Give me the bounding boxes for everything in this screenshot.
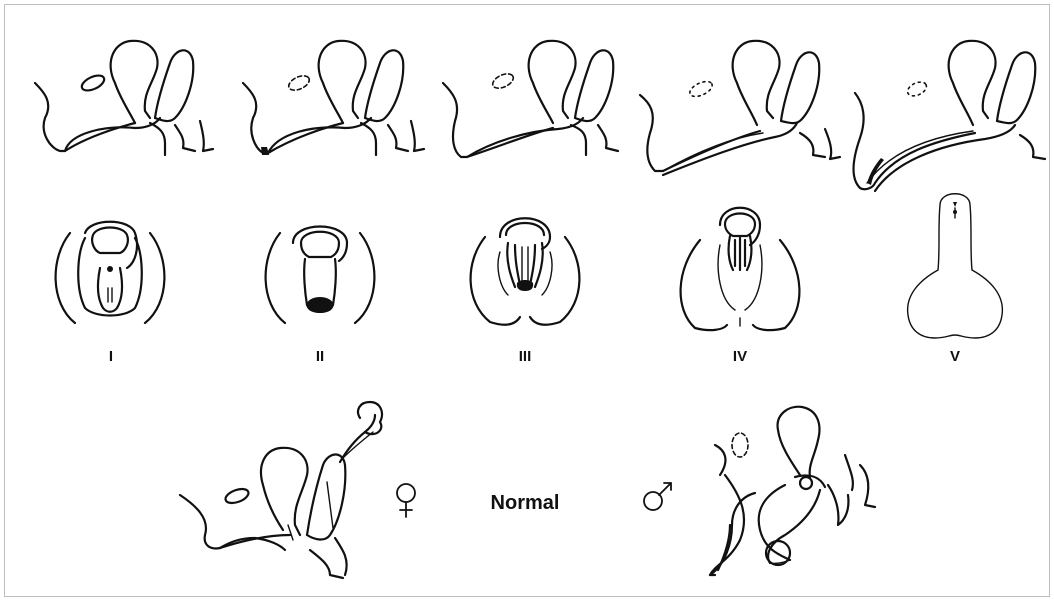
stage-label-1: I (109, 348, 113, 365)
male-symbol-icon (644, 483, 671, 510)
perineal-stage-5 (908, 194, 1003, 338)
perineal-stage-1 (56, 222, 165, 323)
sagittal-normal-male (710, 407, 875, 575)
sagittal-stage-2 (243, 41, 424, 155)
stage-label-5: V (950, 348, 960, 365)
virilization-stages-diagram: I II III IV V Normal (5, 5, 1051, 598)
sagittal-stage-5 (854, 41, 1045, 191)
normal-label: Normal (491, 492, 560, 514)
female-symbol-icon (397, 484, 415, 517)
stage-label-4: IV (733, 348, 747, 365)
sagittal-stage-1 (35, 41, 213, 155)
figure-frame: I II III IV V Normal (4, 4, 1050, 597)
perineal-stage-2 (266, 227, 375, 324)
sagittal-stage-3 (443, 41, 618, 157)
sagittal-stage-4 (640, 41, 840, 175)
sagittal-normal-female (180, 402, 382, 578)
perineal-stage-4 (681, 208, 800, 330)
stage-label-2: II (316, 348, 324, 365)
stage-label-3: III (519, 348, 532, 365)
perineal-stage-3 (471, 218, 580, 324)
